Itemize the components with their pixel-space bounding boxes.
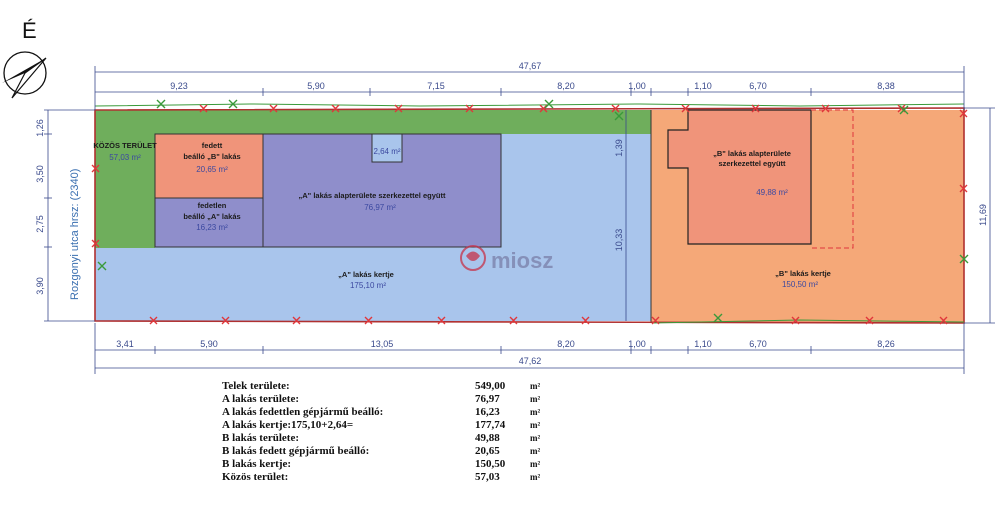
covered-b-title-1: fedett [202,141,223,150]
top-dim-4: 8,20 [557,81,575,91]
compass-letter: É [22,18,37,43]
uncovered-a-value: 16,23 m² [196,223,228,232]
street-label: Rozgonyi utca hrsz: (2340) [69,169,81,300]
bottom-dim-2: 5,90 [200,339,218,349]
a-garden-value: 175,10 m² [350,281,386,290]
small-a-garden-area [371,133,403,163]
top-dim-6: 1,10 [694,81,712,91]
bottom-dimensions [94,323,965,374]
north-compass-icon: É [2,18,47,99]
inner-dim-1: 1,39 [614,139,624,157]
bottom-dim-7: 6,70 [749,339,767,349]
bottom-dim-4: 8,20 [557,339,575,349]
b-garden-value: 150,50 m² [782,280,818,289]
bottom-dim-5: 1,00 [628,339,646,349]
left-dim-3: 2,75 [35,215,45,233]
a-building-title: „A" lakás alapterülete szerkezettel együ… [299,191,446,200]
b-building-title-1: „B" lakás alapterülete [713,149,791,158]
site-plan: É Rozgonyi utca hrsz: (2340) [2,18,995,374]
left-dimensions [44,109,95,322]
top-dim-1: 9,23 [170,81,188,91]
watermark-text: miosz [491,248,553,273]
left-dim-4: 3,90 [35,277,45,295]
bottom-dim-3: 13,05 [371,339,394,349]
covered-b-value: 20,65 m² [196,165,228,174]
top-total-dim: 47,67 [519,61,542,71]
b-building-title-2: szerkezettel együtt [718,159,786,168]
bottom-total-dim: 47,62 [519,356,542,366]
common-area-value: 57,03 m² [109,153,141,162]
a-garden-title: „A" lakás kertje [338,270,394,279]
a-building-value: 76,97 m² [364,203,396,212]
common-area-title: KÖZÖS TERÜLET [93,141,157,150]
bottom-dim-8: 8,26 [877,339,895,349]
miosz-watermark: miosz [460,245,553,273]
small-a-value: 2,64 m² [373,147,400,156]
b-building-value: 49,88 m² [756,188,788,197]
common-area [95,110,651,248]
top-dim-2: 5,90 [307,81,325,91]
boundary-markers [91,104,968,325]
bottom-dim-1: 3,41 [116,339,134,349]
inner-dim-2: 10,33 [614,229,624,252]
b-building-area [667,109,812,245]
left-dim-2: 3,50 [35,165,45,183]
top-dim-3: 7,15 [427,81,445,91]
left-dim-1: 1,26 [35,119,45,137]
top-dim-5: 1,00 [628,81,646,91]
uncovered-a-parking [154,197,264,248]
bottom-dim-6: 1,10 [694,339,712,349]
right-dim: 11,69 [978,204,988,226]
covered-b-title-2: beálló „B" lakás [183,152,240,161]
top-dim-8: 8,38 [877,81,895,91]
uncovered-a-title-2: beálló „A" lakás [183,212,240,221]
b-garden-title: „B" lakás kertje [775,269,831,278]
uncovered-a-title-1: fedetlen [198,201,227,210]
top-dim-7: 6,70 [749,81,767,91]
top-dimensions [94,66,965,110]
